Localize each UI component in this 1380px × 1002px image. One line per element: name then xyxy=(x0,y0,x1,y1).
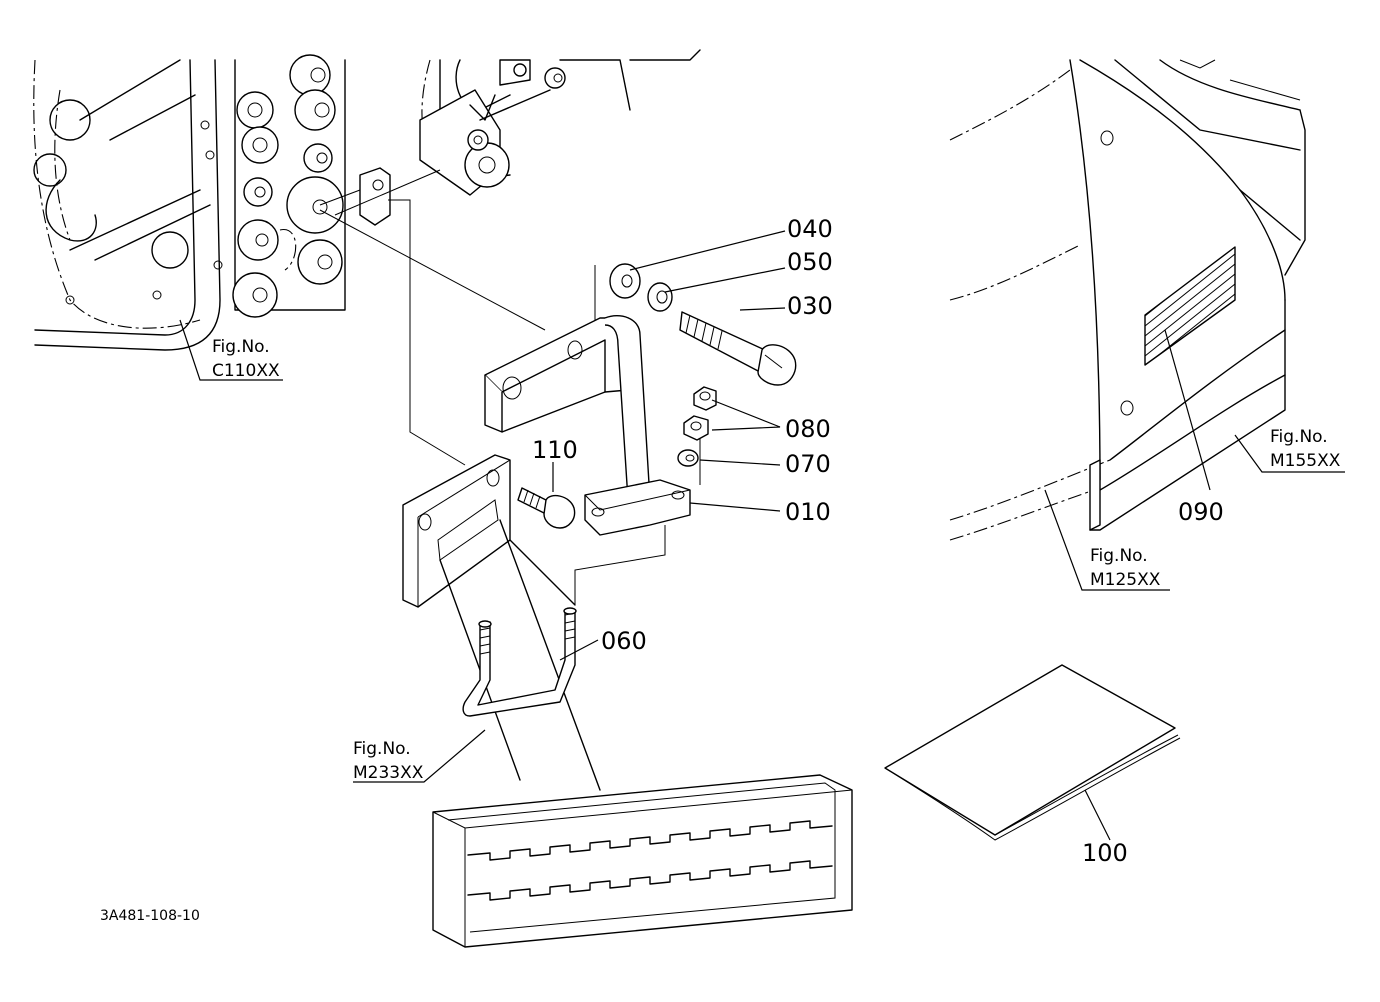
fig-ref-m155[interactable]: Fig.No. M155XX xyxy=(1234,427,1345,473)
fig-ref-code: C110XX xyxy=(212,361,280,381)
callout-number: 090 xyxy=(1178,498,1224,526)
decal-090[interactable] xyxy=(1140,230,1240,380)
bolt-110[interactable] xyxy=(517,487,576,529)
u-bolt-060[interactable] xyxy=(462,607,577,717)
fig-ref-label: Fig.No. xyxy=(353,739,411,759)
callout-110[interactable]: 110 xyxy=(532,436,578,492)
step-tread xyxy=(432,774,853,948)
callout-060[interactable]: 060 xyxy=(559,627,647,661)
fig-ref-label: Fig.No. xyxy=(1090,546,1148,566)
fig-ref-c110[interactable]: Fig.No. C110XX xyxy=(179,319,283,381)
fig-ref-code: M233XX xyxy=(353,763,424,783)
spring-washer-050[interactable] xyxy=(647,282,673,312)
drawing-code: 3A481-108-10 xyxy=(100,908,200,924)
callout-080[interactable]: 080 xyxy=(711,399,831,443)
fig-ref-m233[interactable]: Fig.No. M233XX xyxy=(353,729,486,783)
housing-bosses xyxy=(232,54,344,318)
callout-number: 110 xyxy=(532,436,578,464)
callout-number: 010 xyxy=(785,498,831,526)
callout-030[interactable]: 030 xyxy=(739,292,833,320)
callout-number: 060 xyxy=(601,627,647,655)
callout-090[interactable]: 090 xyxy=(1164,329,1224,526)
step-mount-plate[interactable] xyxy=(402,454,511,608)
callout-050[interactable]: 050 xyxy=(664,248,833,293)
callout-number: 050 xyxy=(787,248,833,276)
callout-number: 030 xyxy=(787,292,833,320)
callout-number: 070 xyxy=(785,450,831,478)
callout-040[interactable]: 040 xyxy=(629,215,833,271)
callout-100[interactable]: 100 xyxy=(1082,789,1128,867)
step-bracket[interactable] xyxy=(484,315,691,536)
callout-070[interactable]: 070 xyxy=(699,450,831,478)
callout-number: 100 xyxy=(1082,839,1128,867)
callout-010[interactable]: 010 xyxy=(689,498,831,526)
bolt-030[interactable] xyxy=(679,311,797,386)
owners-manual-100[interactable] xyxy=(884,664,1181,841)
fig-ref-code: M155XX xyxy=(1270,451,1341,471)
callout-number: 080 xyxy=(785,415,831,443)
fig-ref-label: Fig.No. xyxy=(1270,427,1328,447)
callout-number: 040 xyxy=(787,215,833,243)
nut-080-upper[interactable] xyxy=(693,386,717,411)
washer-070[interactable] xyxy=(677,449,699,467)
washer-040[interactable] xyxy=(609,263,641,299)
fig-ref-label: Fig.No. xyxy=(212,337,270,357)
transmission-housing-outline xyxy=(33,49,701,351)
fig-ref-code: M125XX xyxy=(1090,570,1161,590)
nut-080-lower[interactable] xyxy=(683,415,709,441)
fender-panel xyxy=(949,59,1306,541)
fig-ref-m125[interactable]: Fig.No. M125XX xyxy=(1044,489,1170,591)
